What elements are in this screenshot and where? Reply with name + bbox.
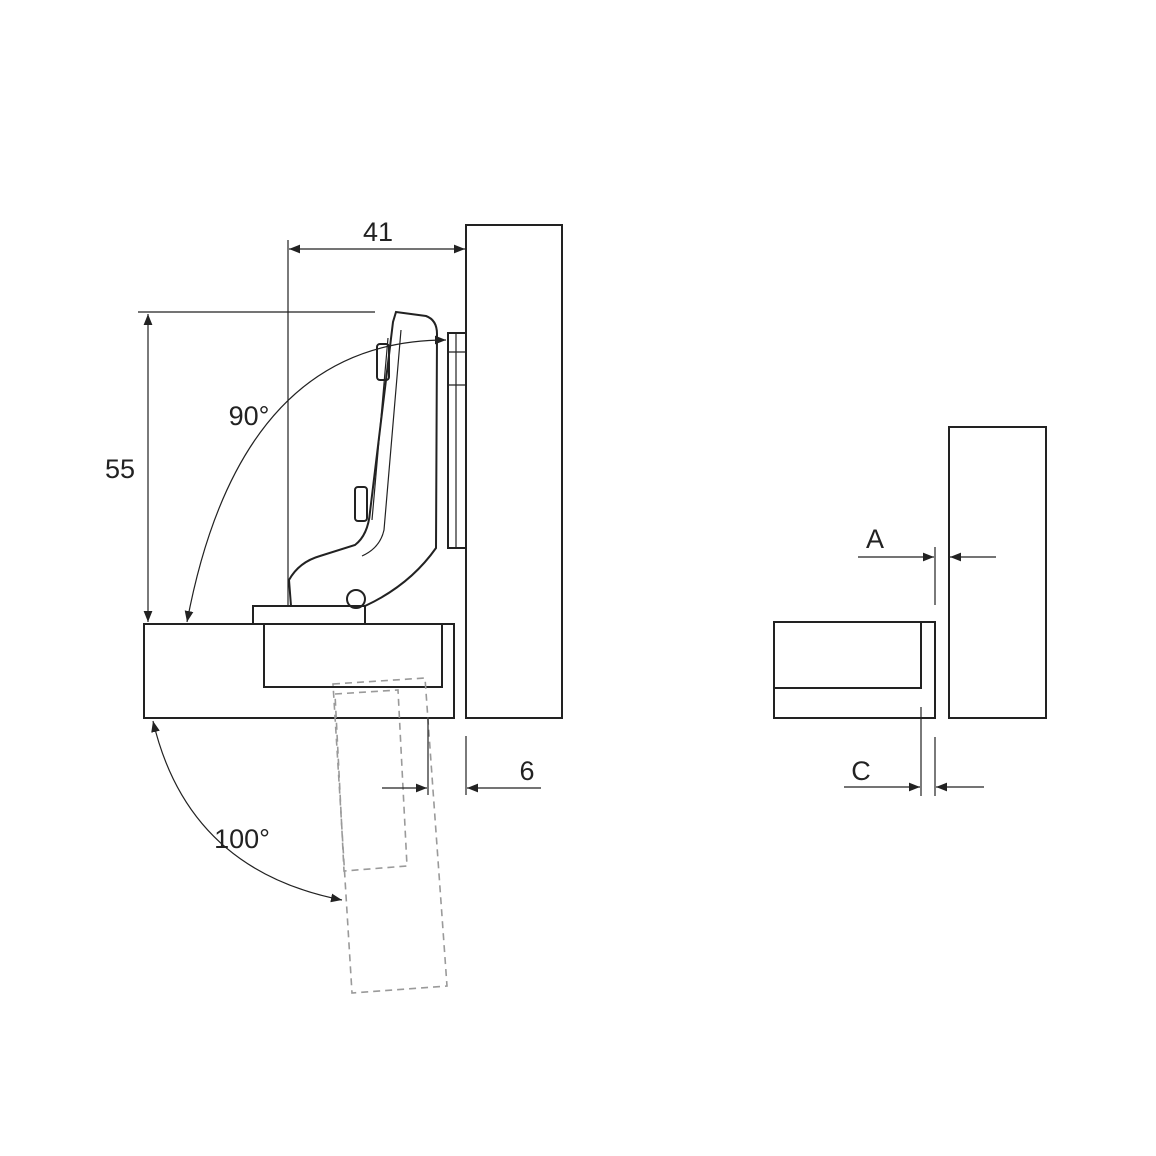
door-panel bbox=[143, 623, 455, 719]
mounting-plate-detail bbox=[448, 333, 466, 548]
angle-arc-90 bbox=[184, 335, 447, 623]
angle-label-100: 100° bbox=[214, 824, 270, 854]
dim-label-A: A bbox=[866, 524, 884, 554]
cabinet-side-right bbox=[948, 426, 1047, 719]
dim-label-C: C bbox=[851, 756, 871, 786]
hinge-arm-tab-lower bbox=[354, 486, 368, 522]
dim-label-41: 41 bbox=[363, 217, 393, 247]
mounting-plate bbox=[447, 332, 466, 549]
overlay-view: A C bbox=[773, 426, 1047, 796]
door-right bbox=[773, 621, 936, 719]
dim-label-55: 55 bbox=[105, 454, 135, 484]
hinge-cup-recess bbox=[263, 624, 443, 688]
door-right-recess bbox=[774, 622, 922, 689]
open-door-outline bbox=[332, 677, 448, 994]
angle-label-90: 90° bbox=[229, 401, 270, 431]
dim-label-6: 6 bbox=[519, 756, 534, 786]
cabinet-side-panel bbox=[465, 224, 563, 719]
hinge-arm bbox=[287, 310, 439, 607]
angle-arc-100 bbox=[151, 720, 343, 903]
side-view: 41 55 90° 100° 6 bbox=[105, 217, 563, 994]
hinge-cup-flange bbox=[252, 605, 366, 625]
